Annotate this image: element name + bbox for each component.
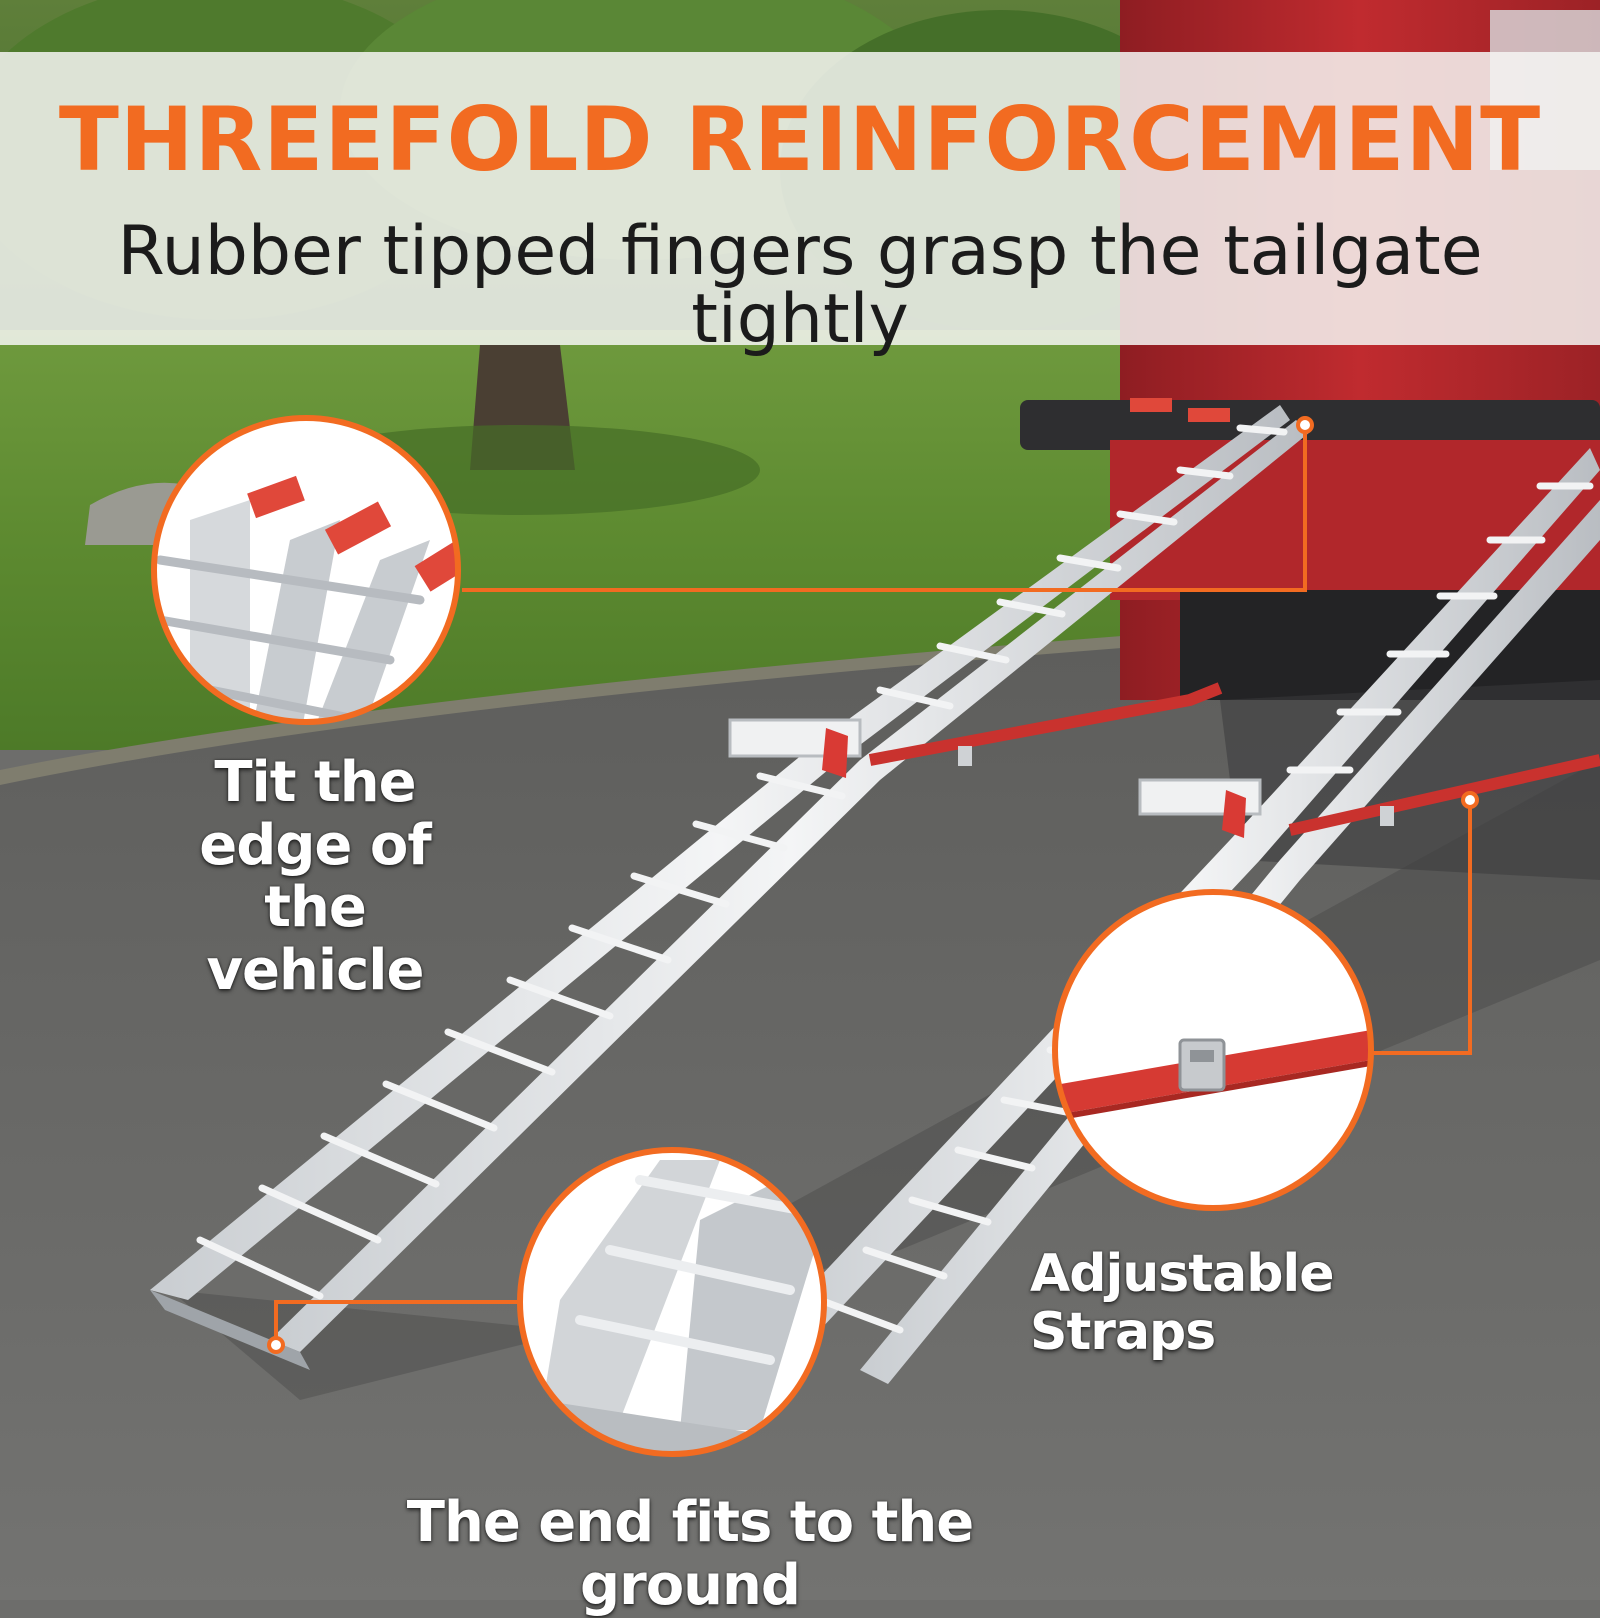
detail-circle-straps: [1052, 889, 1374, 1211]
callout-edge-label: Tit the edge of the vehicle: [199, 750, 431, 1004]
headline-title: THREEFOLD REINFORCEMENT: [58, 88, 1542, 191]
header-banner: [0, 52, 1600, 345]
detail-circle-ground-end: [517, 1147, 827, 1457]
callout-ground-label: The end fits to the ground: [406, 1490, 974, 1618]
detail-circle-fingers: [151, 415, 461, 725]
callout-straps-label: Adjustable Straps: [1030, 1244, 1335, 1363]
headline-subtitle: Rubber tipped fingers grasp the tailgate…: [117, 212, 1483, 359]
